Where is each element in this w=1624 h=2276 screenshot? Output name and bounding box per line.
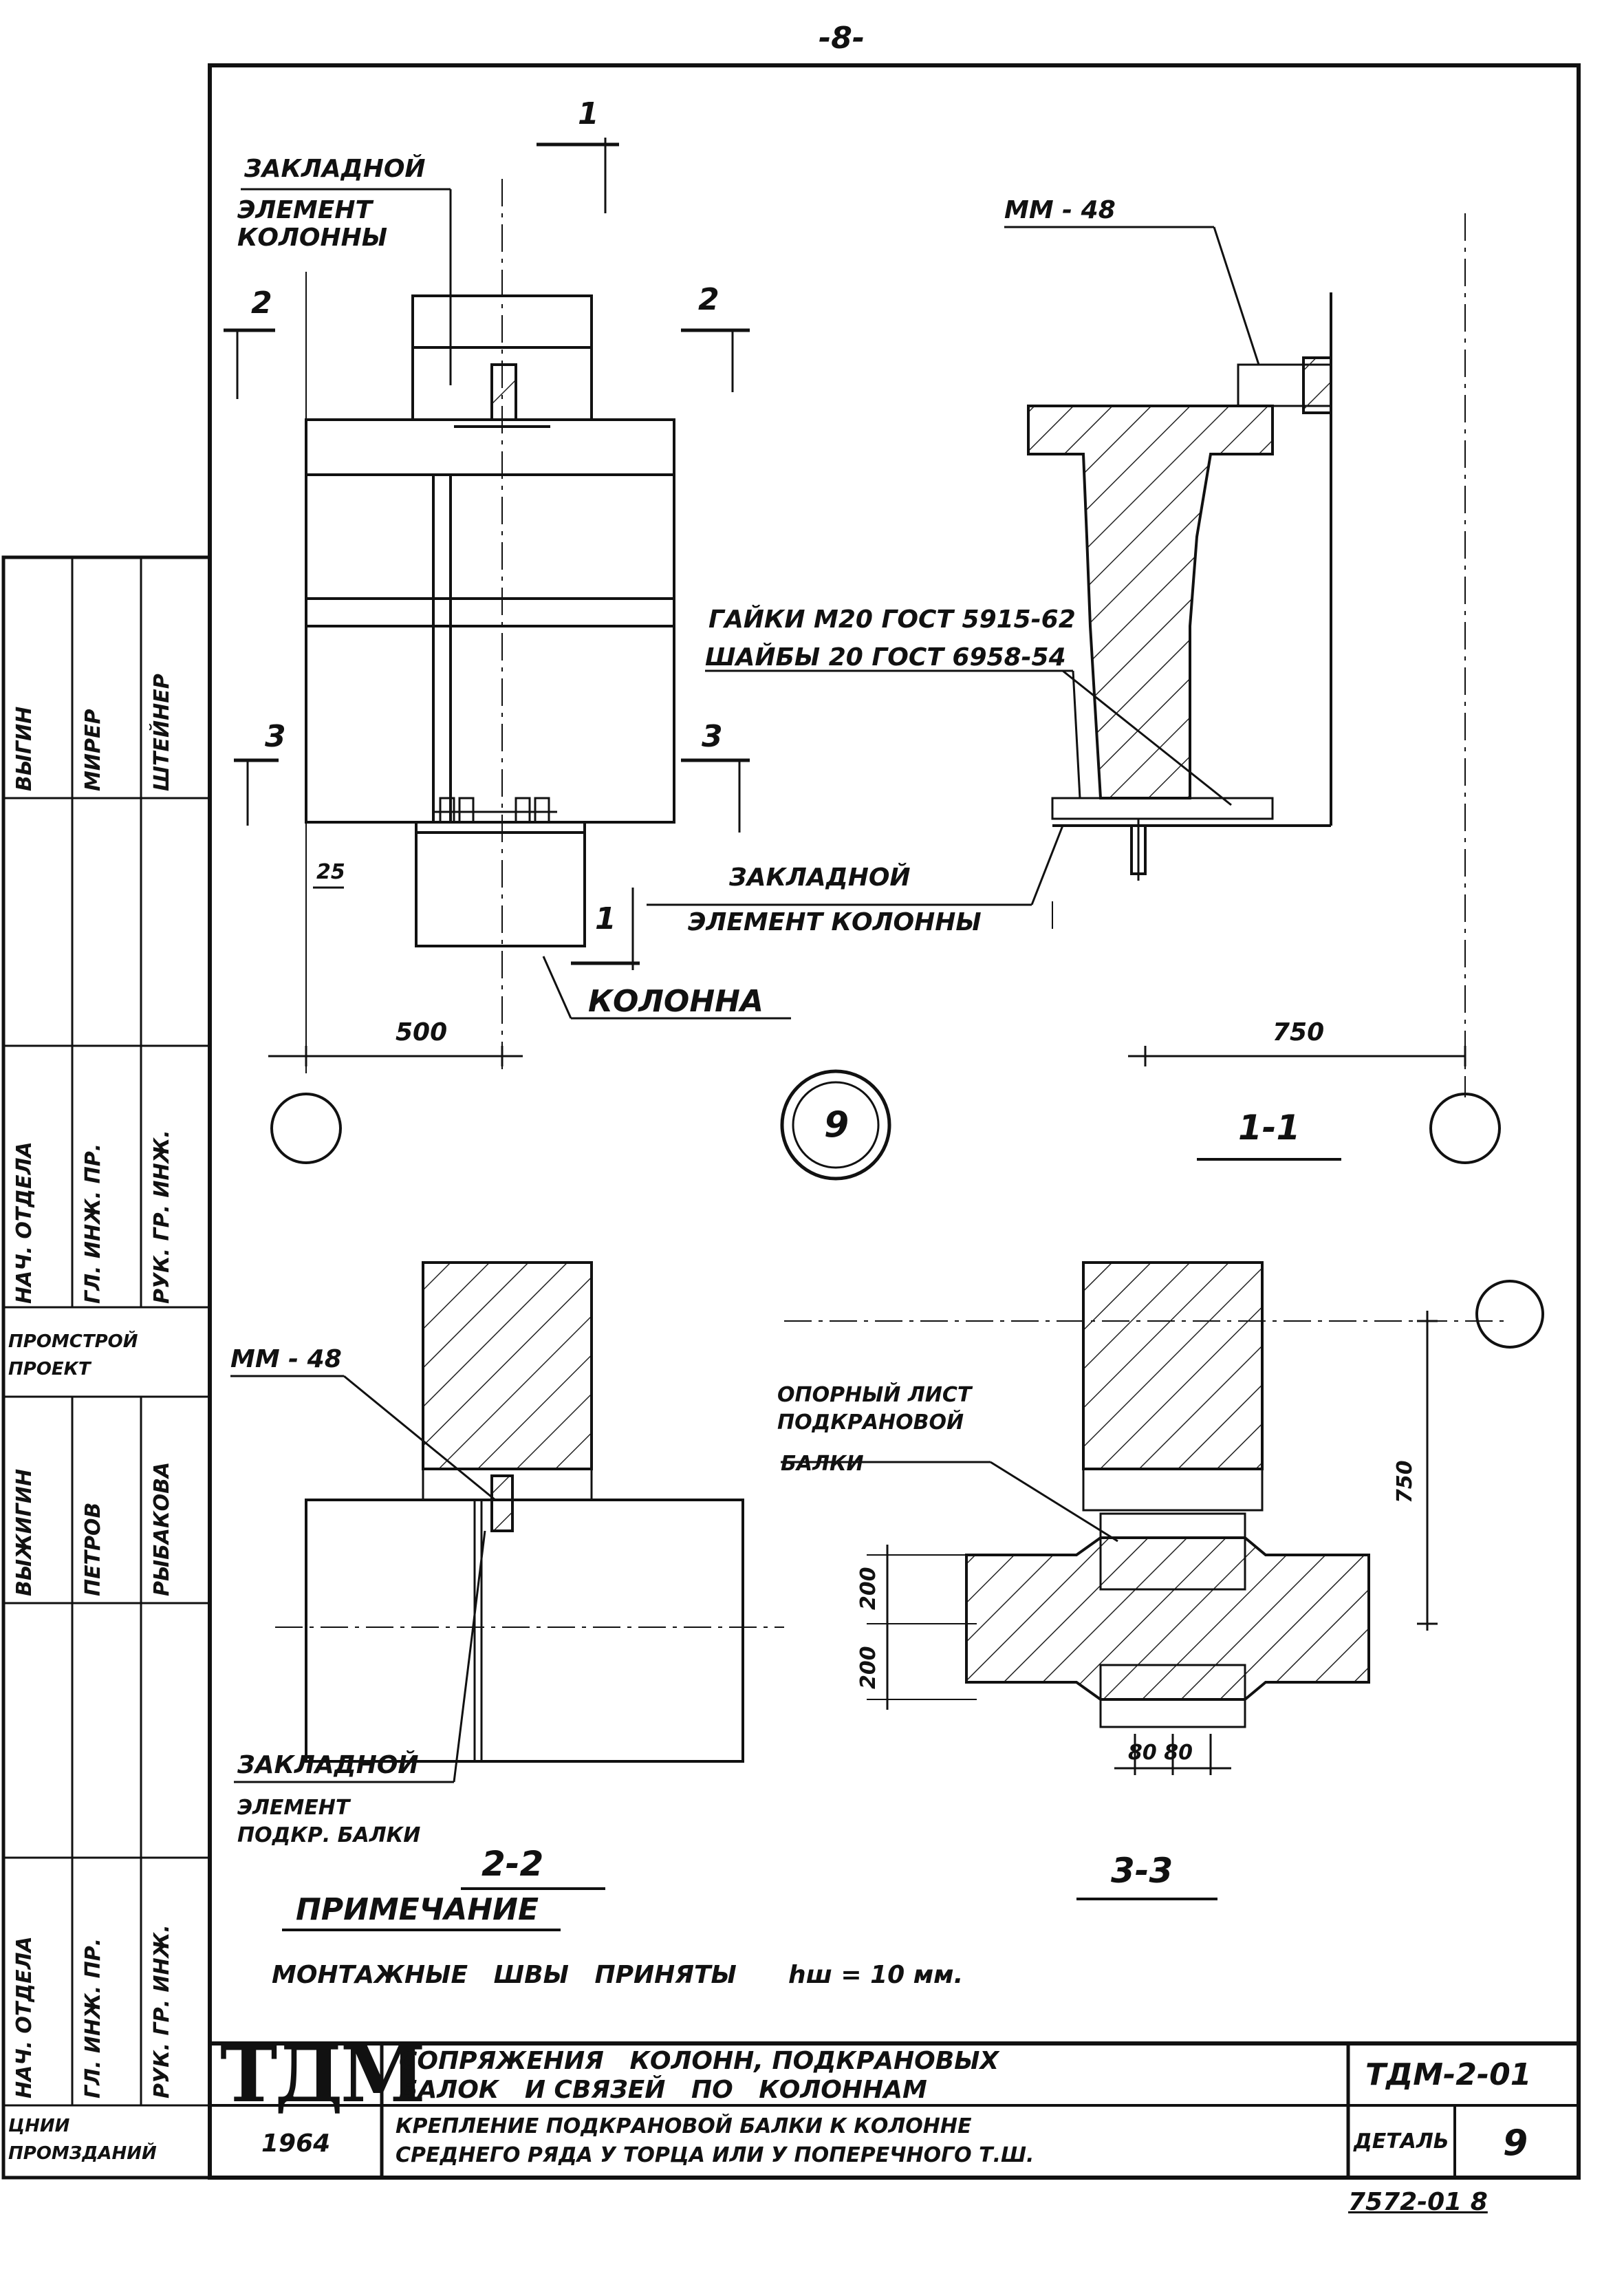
column-label: КОЛОННА (588, 984, 764, 1019)
stamp-role-upper-3: РУК. ГР. ИНЖ. (150, 1130, 174, 1304)
embed-label-line1: ЗАКЛАДНОЙ (244, 155, 426, 183)
title-year: 1964 (261, 2129, 331, 2158)
note-text: МОНТАЖНЫЕ ШВЫ ПРИНЯТЫ hш = 10 мм. (272, 1961, 964, 1989)
page-number: -8- (819, 21, 865, 56)
sheet-id: 7572-01 8 (1348, 2188, 1488, 2216)
stamp-role-upper-2: ГЛ. ИНЖ. ПР. (81, 1143, 105, 1304)
tdm-logo: ТДМ (220, 2030, 426, 2120)
section-title-2-2: 2-2 (481, 1844, 544, 1884)
stamp-role-lower-2: ГЛ. ИНЖ. ПР. (81, 1937, 105, 2098)
embed-1-1-line2: ЭЛЕМЕНТ КОЛОННЫ (688, 908, 982, 936)
dim-25: 25 (316, 860, 345, 884)
embed-label-line2: ЭЛЕМЕНТ (237, 196, 373, 224)
stamp-name-upper-1: ВЫГИН (12, 706, 36, 791)
stamp-name-lower-1: ВЫЖИГИН (12, 1468, 36, 1596)
dim-200-top: 200 (856, 1567, 880, 1610)
embed-1-1-line1: ЗАКЛАДНОЙ (729, 863, 911, 892)
dim-80-80: 80 80 (1128, 1741, 1193, 1765)
stamp-org: ЦНИИ ПРОМЗДАНИЙ (8, 2116, 157, 2164)
plate-label-line1: ОПОРНЫЙ ЛИСТ (777, 1383, 972, 1407)
dim-750-1-1: 750 (1273, 1018, 1325, 1046)
stamp-institute-line: ПРОМСТРОЙ ПРОЕКТ (8, 1331, 138, 1379)
cut-2-right-mark: 2 (698, 282, 719, 317)
stamp-role-lower-3: РУК. ГР. ИНЖ. (150, 1924, 174, 2098)
dim-200-bottom: 200 (856, 1646, 880, 1689)
note-heading: ПРИМЕЧАНИЕ (296, 1892, 539, 1927)
series-title: СОПРЯЖЕНИЯ КОЛОНН, ПОДКРАНОВЫХ БАЛОК И С… (399, 2047, 999, 2104)
section-title-1-1: 1-1 (1238, 1108, 1301, 1148)
section-title-3-3: 3-3 (1111, 1851, 1173, 1891)
embed-label-line3: КОЛОННЫ (237, 224, 388, 252)
embed-2-2-line3: ПОДКР. БАЛКИ (237, 1823, 421, 1847)
stamp-name-upper-2: МИРЕР (81, 709, 105, 791)
nuts-label: ГАЙКИ М20 ГОСТ 5915-62 (708, 605, 1076, 634)
sheet-title: КРЕПЛЕНИЕ ПОДКРАНОВОЙ БАЛКИ К КОЛОННЕ СР… (396, 2114, 1035, 2167)
plate-label-line2: ПОДКРАНОВОЙ (777, 1410, 964, 1435)
embed-2-2-line1: ЗАКЛАДНОЙ (237, 1751, 419, 1779)
cut-3-right-mark: 3 (702, 719, 723, 754)
cut-3-left-mark: 3 (265, 719, 286, 754)
cut-1-bottom-mark: 1 (595, 901, 616, 936)
weld-label-1-1: ММ - 48 (1004, 196, 1116, 224)
washers-label: ШАЙБЫ 20 ГОСТ 6958-54 (705, 643, 1066, 672)
weld-label-2-2: ММ - 48 (230, 1345, 342, 1373)
detail-label: ДЕТАЛЬ (1354, 2129, 1449, 2154)
cut-1-top-mark: 1 (578, 96, 599, 131)
detail-mark: 9 (824, 1104, 849, 1146)
stamp-name-lower-2: ПЕТРОВ (81, 1502, 105, 1596)
series-code: ТДМ-2-01 (1365, 2057, 1532, 2092)
stamp-role-upper-1: НАЧ. ОТДЕЛА (12, 1141, 36, 1304)
stamp-name-upper-3: ШТЕЙНЕР (150, 674, 174, 791)
stamp-role-lower-1: НАЧ. ОТДЕЛА (12, 1936, 36, 2098)
stamp-name-lower-3: РЫБАКОВА (150, 1461, 174, 1596)
cut-2-left-mark: 2 (251, 286, 272, 321)
detail-number: 9 (1503, 2123, 1528, 2164)
dim-500: 500 (396, 1018, 448, 1046)
embed-2-2-line2: ЭЛЕМЕНТ (237, 1796, 350, 1820)
plate-label-line3: БАЛКИ (781, 1452, 864, 1476)
dim-750-3-3: 750 (1393, 1460, 1417, 1503)
